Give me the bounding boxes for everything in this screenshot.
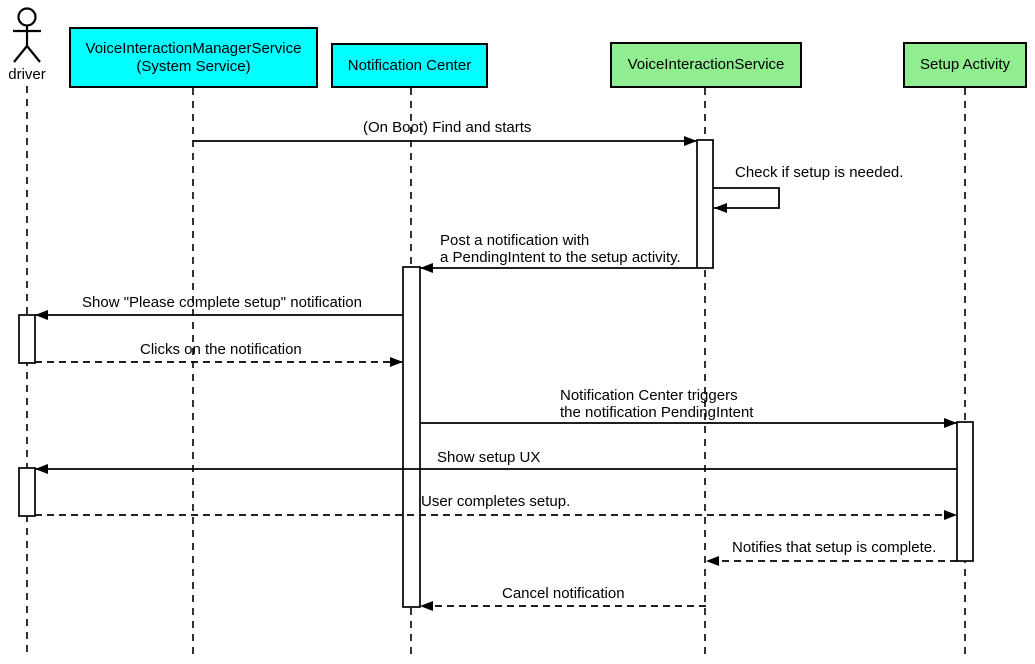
message-label-on-boot-find-and-starts: (On Boot) Find and starts bbox=[363, 119, 532, 136]
message-label-show-setup-ux: Show setup UX bbox=[437, 449, 541, 466]
message-label-user-completes-setup: User completes setup. bbox=[421, 493, 571, 510]
participant-label: VoiceInteractionService bbox=[627, 56, 785, 73]
participant-voiceinteractionservice: VoiceInteractionService bbox=[610, 42, 802, 88]
activation-bar-notification-center bbox=[402, 266, 421, 608]
message-arrow-check-if-setup-needed bbox=[713, 187, 780, 213]
activation-bar-driver-2 bbox=[18, 467, 36, 517]
participant-voiceinteractionmanagerservice: VoiceInteractionManagerService (System S… bbox=[69, 27, 318, 88]
participant-setup-activity: Setup Activity bbox=[903, 42, 1027, 88]
driver-actor-icon bbox=[13, 7, 41, 63]
message-label-check-if-setup-needed: Check if setup is needed. bbox=[735, 164, 904, 181]
participant-label: Setup Activity bbox=[919, 56, 1011, 73]
activation-bar-voiceinteractionservice bbox=[696, 139, 714, 269]
participant-notification-center: Notification Center bbox=[331, 43, 488, 88]
participant-driver-label: driver bbox=[8, 66, 46, 83]
message-label-post-notification: Post a notification with a PendingIntent… bbox=[440, 232, 681, 266]
message-label-triggers-pendingintent: Notification Center triggers the notific… bbox=[560, 387, 754, 421]
participant-label: VoiceInteractionManagerService (System S… bbox=[85, 39, 302, 75]
message-label-clicks-on-notification: Clicks on the notification bbox=[140, 341, 302, 358]
activation-bar-setup-activity bbox=[956, 421, 974, 562]
message-label-notifies-setup-complete: Notifies that setup is complete. bbox=[732, 539, 937, 556]
message-label-cancel-notification: Cancel notification bbox=[502, 585, 625, 602]
participant-label: Notification Center bbox=[347, 56, 472, 74]
activation-bar-driver-1 bbox=[18, 314, 36, 364]
message-label-show-complete-setup-notification: Show "Please complete setup" notificatio… bbox=[82, 294, 362, 311]
